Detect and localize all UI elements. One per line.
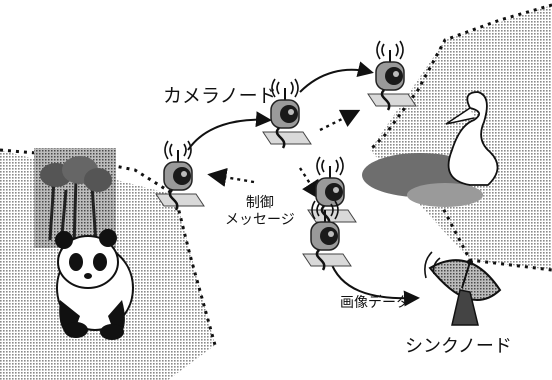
camera-icon	[154, 139, 206, 212]
camera-icon	[366, 39, 418, 112]
pelican-icon	[445, 91, 499, 186]
link-cam2-cam3	[299, 61, 374, 93]
link-cam2-cam3-dotted	[319, 109, 361, 132]
image-data-label: 画像データ	[340, 295, 410, 311]
link-cam5-sink	[329, 259, 420, 307]
link-cam1-cam2	[187, 111, 272, 151]
link-control-message	[207, 167, 255, 187]
control-message-label-line2: メッセージ	[225, 212, 295, 228]
sink-node-label: シンクノード	[405, 336, 512, 357]
control-message-label: 制御 メッセージ	[225, 195, 295, 229]
satellite-dish-icon	[424, 251, 502, 326]
panda-icon	[55, 229, 134, 340]
link-cam2-cam4-dotted	[298, 167, 321, 201]
camera-node-label: カメラノード	[163, 85, 277, 107]
control-message-label-line1: 制御	[245, 195, 274, 211]
